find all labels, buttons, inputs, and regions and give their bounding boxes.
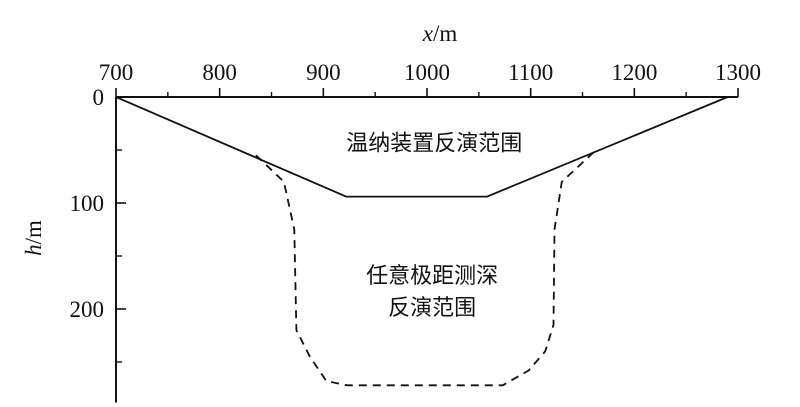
x-tick-label: 1300: [715, 60, 761, 85]
y-axis-title: h/m: [21, 220, 46, 256]
axes: 700 800 900 1000 1100 1200 1300 0 100 200: [70, 60, 761, 403]
region-label: 温纳装置反演范围: [346, 132, 522, 157]
y-tick-label: 200: [70, 297, 105, 322]
region-label: 任意极距测深: [366, 264, 498, 289]
wenner-inversion-boundary: [115, 96, 728, 198]
x-tick-label: 900: [306, 60, 341, 85]
arbitrary-spacing-inversion-boundary: [255, 150, 596, 387]
x-tick-label: 1000: [404, 60, 450, 85]
regions: [115, 96, 728, 387]
x-tick-label: 800: [202, 60, 237, 85]
x-axis-title: x/m: [422, 21, 458, 46]
x-tick-label: 1200: [611, 60, 657, 85]
region-label: 反演范围: [388, 296, 476, 321]
x-tick-label: 1100: [508, 60, 553, 85]
x-tick-label: 700: [99, 60, 134, 85]
y-tick-label: 0: [93, 85, 105, 110]
y-tick-label: 100: [70, 191, 105, 216]
